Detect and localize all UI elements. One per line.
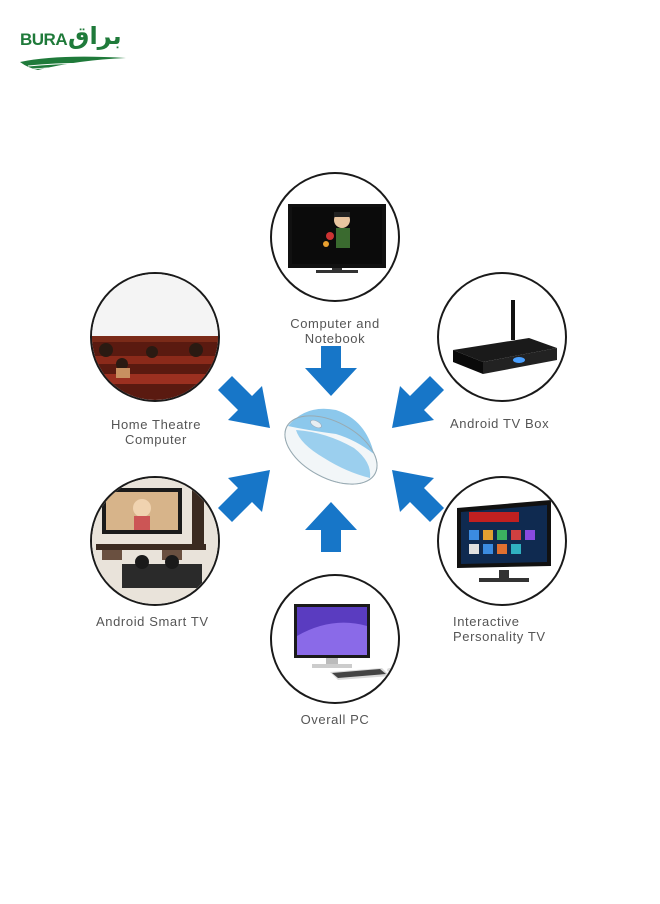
device-label-android-smart-tv: Android Smart TV — [96, 614, 226, 629]
label-line: Personality TV — [453, 629, 546, 644]
device-label-home-theatre: Home Theatre Computer — [92, 417, 220, 447]
label-line: Computer and — [290, 316, 380, 331]
tv-icon — [288, 204, 386, 273]
device-label-overall-pc: Overall PC — [270, 712, 400, 727]
device-circle-android-tv-box — [437, 272, 567, 402]
device-circle-home-theatre — [90, 272, 220, 402]
theater-icon — [92, 274, 218, 400]
device-circle-computer-notebook — [270, 172, 400, 302]
arrow-down-right-icon — [218, 376, 270, 428]
device-circle-android-smart-tv — [90, 476, 220, 606]
arrow-down-left-icon — [392, 376, 444, 428]
arrow-up-left-icon — [392, 470, 444, 522]
air-mouse-icon — [284, 408, 378, 485]
label-line: Interactive — [453, 614, 520, 629]
brand-arabic-text: براق — [68, 22, 122, 50]
set-top-box-icon — [453, 300, 557, 374]
brand-latin-text: BURA — [20, 30, 68, 49]
label-line: Computer — [125, 432, 187, 447]
smart-tv-icon — [92, 478, 218, 604]
device-circle-interactive-tv — [437, 476, 567, 606]
label-line: Android TV Box — [450, 416, 550, 431]
brand-swoosh-icon — [20, 56, 126, 70]
device-circle-overall-pc — [270, 574, 400, 704]
device-label-interactive-tv: Interactive Personality TV — [453, 614, 593, 644]
label-line: Android Smart TV — [96, 614, 209, 629]
arrow-down-icon — [305, 346, 357, 396]
arrow-up-right-icon — [218, 470, 270, 522]
brand-logo: BURA براق — [18, 22, 128, 74]
label-line: Overall PC — [300, 712, 370, 727]
desktop-pc-icon — [294, 604, 393, 680]
interactive-tv-icon — [457, 500, 551, 582]
label-line: Notebook — [304, 331, 366, 346]
device-label-computer-notebook: Computer and Notebook — [270, 316, 400, 346]
arrow-up-icon — [305, 502, 357, 552]
device-label-android-tv-box: Android TV Box — [450, 416, 570, 431]
label-line: Home Theatre — [110, 417, 202, 432]
